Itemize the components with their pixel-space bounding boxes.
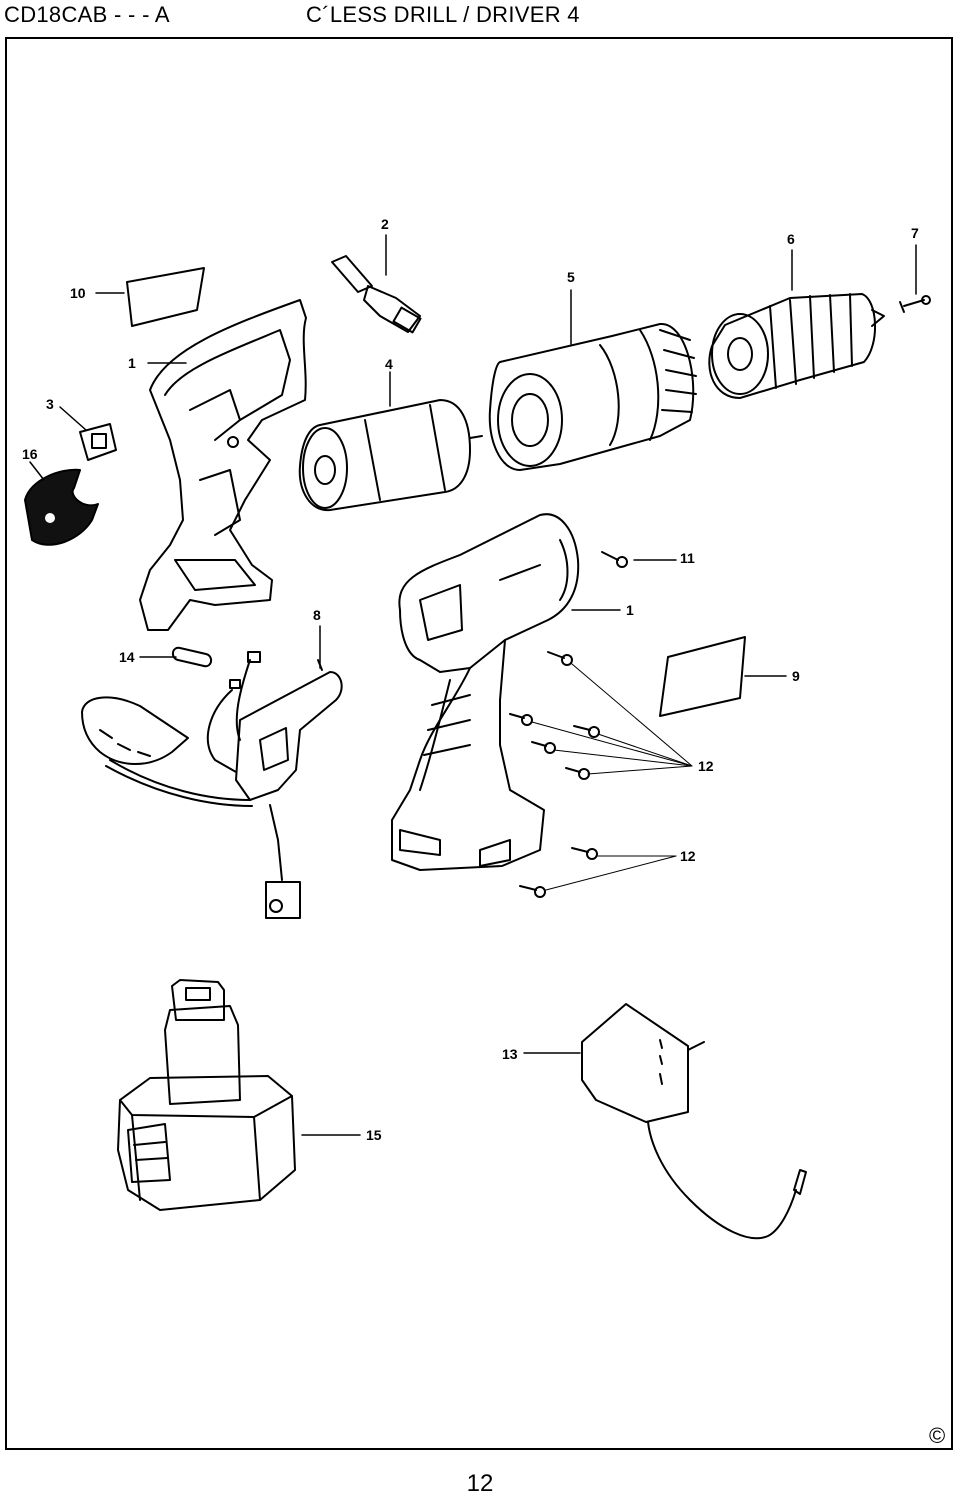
page-title: C´LESS DRILL / DRIVER 4 (306, 2, 580, 27)
part-1-housing-half-left (139, 299, 307, 631)
diagram-frame (5, 37, 953, 1450)
part-5-gearbox (488, 322, 697, 471)
part-bottom-cover (81, 696, 253, 807)
part-13-charger (581, 1003, 807, 1240)
callout-15: 15 (366, 1127, 382, 1143)
callout-1b: 1 (626, 602, 634, 618)
part-15-battery-pack (117, 979, 296, 1211)
callout-3: 3 (46, 396, 54, 412)
callout-12b: 12 (680, 848, 696, 864)
part-10-label-plate (126, 267, 205, 327)
callout-12a: 12 (698, 758, 714, 774)
page-number: 12 (466, 1470, 494, 1497)
callout-9: 9 (792, 668, 800, 684)
copyright-mark: © (929, 1423, 946, 1448)
callout-7: 7 (911, 225, 919, 241)
part-9-label-plate (659, 636, 746, 717)
part-6-chuck (708, 293, 885, 399)
callout-1a: 1 (128, 355, 136, 371)
callout-2: 2 (381, 216, 389, 232)
part-7-screw (899, 295, 931, 313)
callout-11: 11 (680, 550, 695, 566)
part-3-clip (79, 423, 117, 461)
leader-16 (29, 461, 45, 481)
callout-5: 5 (567, 269, 575, 285)
part-1-assembled-drill (391, 513, 580, 871)
callout-14: 14 (119, 649, 135, 665)
part-12-screws (509, 651, 600, 898)
model-number: CD18CAB - - - A (4, 2, 170, 27)
part-4-motor (298, 399, 483, 512)
part-14-pin (172, 646, 212, 668)
part-16-badge (24, 468, 99, 546)
leaders-12a (531, 663, 693, 775)
callout-4: 4 (385, 356, 393, 372)
callout-6: 6 (787, 231, 795, 247)
part-8-switch-assembly (206, 651, 343, 919)
leader-3 (59, 406, 87, 431)
callout-16: 16 (22, 446, 38, 462)
callout-13: 13 (502, 1046, 518, 1062)
callout-10: 10 (70, 285, 86, 301)
part-11-screw (601, 551, 628, 568)
callout-8: 8 (313, 607, 321, 623)
leaders-12b (545, 855, 677, 891)
part-2-connector (331, 255, 422, 334)
